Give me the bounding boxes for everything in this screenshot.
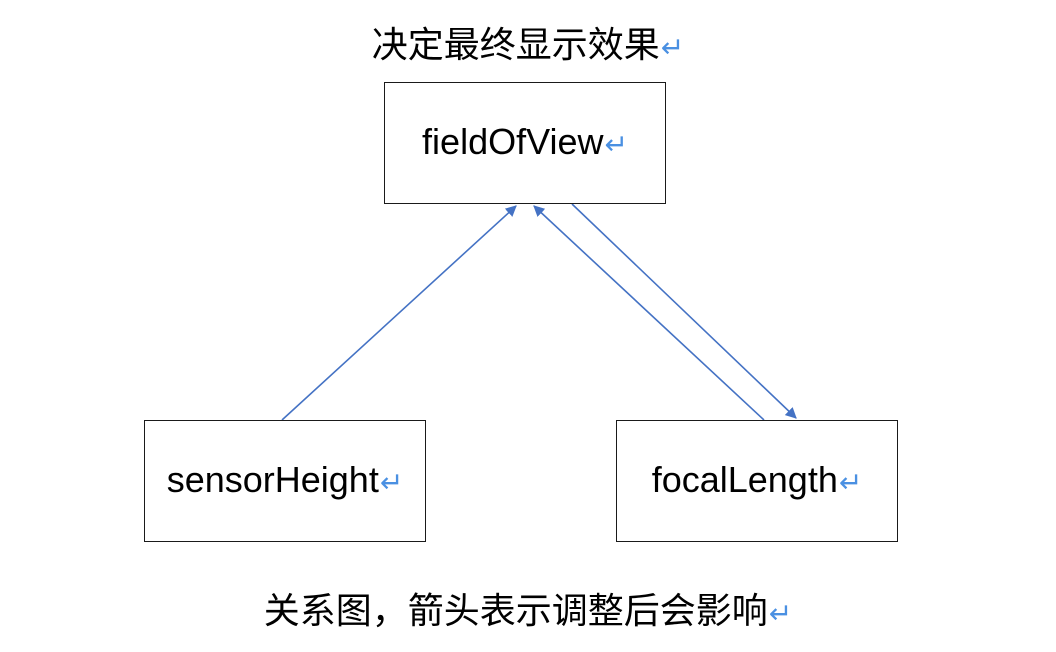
paragraph-mark-icon: ↵ bbox=[768, 597, 793, 630]
node-label-text: fieldOfView bbox=[422, 120, 604, 162]
node-label: sensorHeight↵ bbox=[166, 458, 404, 503]
diagram-title: 决定最终显示效果↵ bbox=[0, 24, 1056, 70]
node-sensor-height: sensorHeight↵ bbox=[144, 420, 426, 542]
arrow-fov-to-focal bbox=[571, 203, 797, 419]
paragraph-mark-icon: ↵ bbox=[379, 466, 404, 498]
diagram-title-text: 决定最终显示效果 bbox=[371, 25, 660, 66]
diagram-caption-text: 关系图，箭头表示调整后会影响 bbox=[263, 591, 768, 632]
arrow-sensor-to-fov bbox=[281, 205, 517, 421]
node-focal-length: focalLength↵ bbox=[616, 420, 898, 542]
node-label: fieldOfView↵ bbox=[422, 120, 628, 165]
node-label-text: sensorHeight bbox=[166, 458, 379, 500]
node-field-of-view: fieldOfView↵ bbox=[384, 82, 666, 204]
paragraph-mark-icon: ↵ bbox=[604, 128, 628, 160]
paragraph-mark-icon: ↵ bbox=[838, 466, 863, 498]
node-label-text: focalLength bbox=[651, 458, 838, 500]
node-label: focalLength↵ bbox=[651, 458, 863, 503]
paragraph-mark-icon: ↵ bbox=[660, 31, 685, 64]
arrow-focal-to-fov bbox=[533, 205, 765, 421]
diagram-caption: 关系图，箭头表示调整后会影响↵ bbox=[0, 590, 1056, 636]
